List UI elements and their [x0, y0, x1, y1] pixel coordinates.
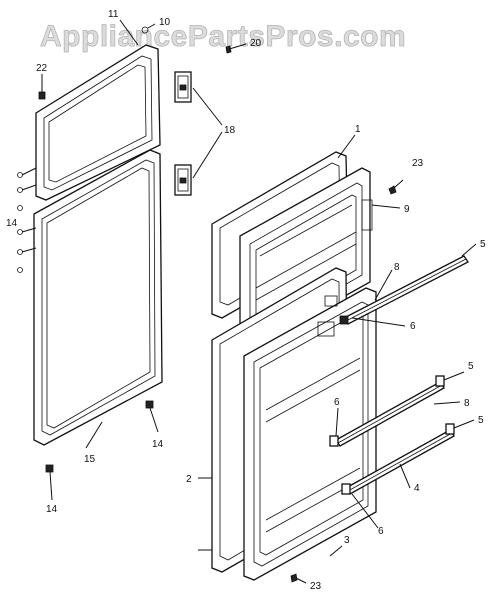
screw-10 — [141, 23, 156, 34]
callout-6b: 6 — [334, 397, 340, 408]
callout-18: 18 — [224, 125, 236, 136]
door-hinge-lower — [174, 164, 192, 196]
callout-8b: 8 — [464, 398, 470, 409]
callout-20: 20 — [250, 38, 262, 49]
screw-23-bottom — [290, 573, 307, 584]
callout-3: 3 — [344, 535, 350, 546]
callout-5a: 5 — [480, 239, 486, 250]
hinge-pin-bottom — [45, 400, 159, 501]
callout-5b: 5 — [468, 361, 474, 372]
callout-15: 15 — [84, 454, 96, 465]
callout-5c: 5 — [478, 415, 484, 426]
door-shelf-lower — [341, 423, 455, 495]
callout-4: 4 — [414, 483, 420, 494]
callout-8a: 8 — [394, 262, 400, 273]
freezer-door-gasket — [35, 44, 161, 201]
callout-22: 22 — [36, 63, 48, 74]
callout-6a: 6 — [410, 321, 416, 332]
callout-10: 10 — [159, 17, 171, 28]
callout-9: 9 — [404, 204, 410, 215]
door-screws-left — [17, 167, 37, 273]
callout-11: 11 — [108, 9, 119, 20]
callout-23b: 23 — [310, 581, 322, 592]
callout-23a: 23 — [412, 158, 424, 169]
door-shelf-middle — [329, 375, 445, 447]
fresh-food-door-gasket — [33, 149, 163, 446]
screw-23-top — [388, 179, 404, 195]
hinge-pin-22 — [38, 74, 46, 100]
screw-20 — [225, 43, 247, 54]
callout-2: 2 — [186, 474, 192, 485]
callout-labels: 11 10 20 22 18 14 14 15 14 1 23 9 8 5 6 … — [6, 9, 486, 592]
leader-lines — [85, 134, 477, 557]
callout-14a: 14 — [6, 218, 18, 229]
door-hinge-upper — [174, 71, 192, 103]
callout-14b: 14 — [152, 439, 164, 450]
door-shelf-upper — [339, 255, 469, 325]
callout-14c: 14 — [46, 504, 58, 515]
callout-6c: 6 — [378, 526, 384, 537]
fresh-food-door-liner — [243, 287, 377, 581]
callout-1: 1 — [355, 124, 361, 135]
watermark: AppliancePartsPros.com — [40, 20, 406, 53]
